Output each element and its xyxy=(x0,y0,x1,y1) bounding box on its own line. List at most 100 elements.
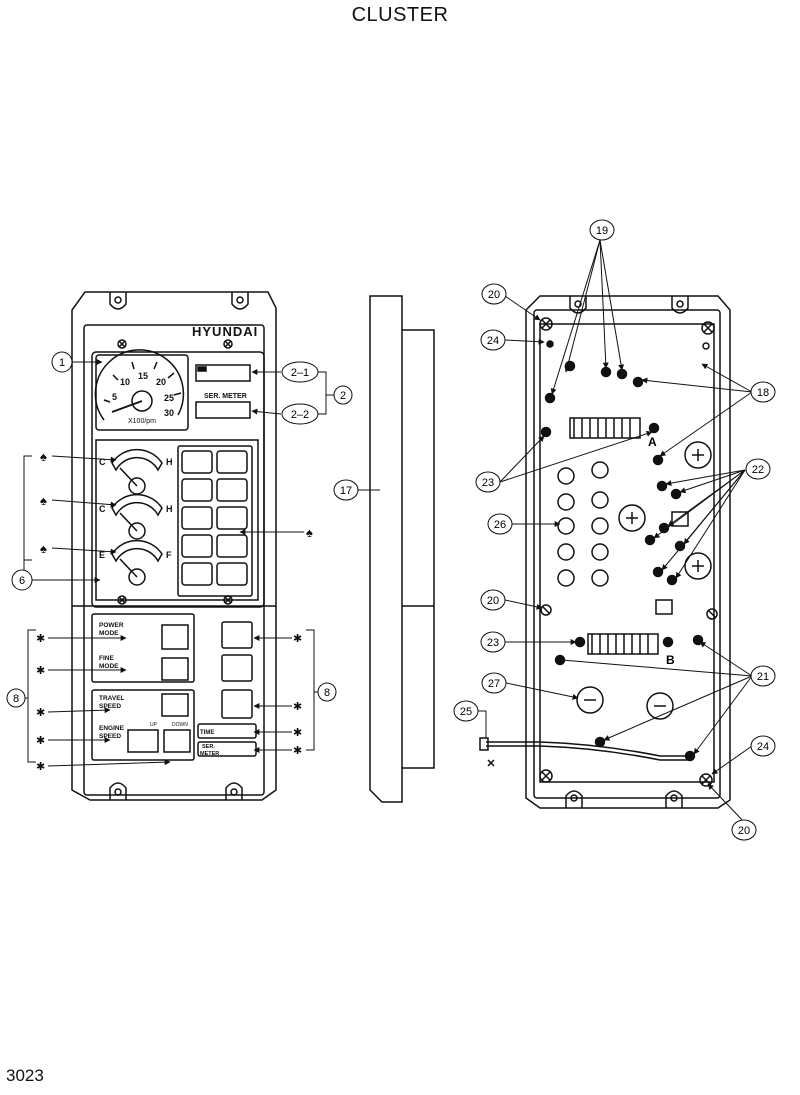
callout-20-mid-label: 20 xyxy=(487,595,499,607)
tacho-unit: X100/pm xyxy=(128,418,156,425)
callout-21: 21 xyxy=(750,665,776,687)
connector-b xyxy=(587,633,659,655)
ser-meter-small-label-2: METER xyxy=(200,751,219,757)
spade-marker: ♠ xyxy=(40,493,47,508)
callout-2-2-label: 2–2 xyxy=(291,409,309,421)
travel-speed-label-1: TRAVEL xyxy=(99,695,125,702)
callout-23-top-label: 23 xyxy=(482,477,494,489)
up-label: UP xyxy=(150,722,158,728)
side-screw xyxy=(706,608,718,620)
mounting-tab xyxy=(225,782,243,800)
gauge1-left: C xyxy=(99,457,106,467)
ser-meter-window xyxy=(195,401,251,419)
engine-speed-button xyxy=(127,729,159,753)
ser-meter-label: SER. METER xyxy=(204,393,247,400)
callout-19: 19 xyxy=(589,219,615,241)
callout-21-label: 21 xyxy=(757,671,769,683)
tachometer xyxy=(94,349,189,431)
corner-screw xyxy=(701,321,715,335)
switch-button xyxy=(221,621,253,649)
gauge-socket xyxy=(618,504,646,532)
engine-speed-button xyxy=(163,729,191,753)
connector-a xyxy=(569,417,641,439)
corner-screw xyxy=(539,317,553,331)
callout-24-bottom: 24 xyxy=(750,735,776,757)
callout-2-2: 2–2 xyxy=(281,403,319,425)
callout-20-bottom-label: 20 xyxy=(738,825,750,837)
leader-lines xyxy=(22,239,753,823)
side-screw xyxy=(540,604,552,616)
lamp-socket xyxy=(591,569,609,587)
front-panel xyxy=(71,291,277,801)
callout-22: 22 xyxy=(745,458,771,480)
callout-2-label: 2 xyxy=(340,390,346,402)
asterisk-marker: ✱ xyxy=(293,701,302,713)
asterisk-marker: ✱ xyxy=(293,745,302,757)
callout-25-label: 25 xyxy=(460,706,472,718)
corner-screw xyxy=(699,773,713,787)
asterisk-marker: ✱ xyxy=(36,665,45,677)
callout-18-label: 18 xyxy=(757,387,769,399)
bulb-socket xyxy=(646,692,674,720)
asterisk-marker: ✱ xyxy=(36,707,45,719)
callout-17-label: 17 xyxy=(340,485,352,497)
lamp-socket xyxy=(557,493,575,511)
mode-switch xyxy=(161,624,189,650)
callout-17: 17 xyxy=(333,479,359,501)
callout-8-right-label: 8 xyxy=(324,687,330,699)
callout-23-mid-label: 23 xyxy=(487,637,499,649)
gauge-socket xyxy=(684,552,712,580)
panel-brand: HYUNDAI xyxy=(192,324,258,339)
asterisk-marker: ✱ xyxy=(36,633,45,645)
power-mode-label-2: MODE xyxy=(99,630,119,637)
gauge3-right: F xyxy=(166,550,172,560)
asterisk-marker: ✱ xyxy=(293,633,302,645)
travel-speed-label-2: SPEED xyxy=(99,703,121,710)
tacho-tick-15: 15 xyxy=(138,371,148,381)
lamp-socket xyxy=(557,543,575,561)
mode-switch xyxy=(161,657,189,681)
callout-2: 2 xyxy=(333,385,353,405)
engine-speed-label-1: ENGINE xyxy=(99,725,125,732)
tacho-tick-20: 20 xyxy=(156,377,166,387)
lamp-socket xyxy=(591,491,609,509)
mounting-tab xyxy=(109,292,127,310)
callout-25: 25 xyxy=(453,700,479,722)
callout-20-top: 20 xyxy=(481,283,507,305)
callout-8-left: 8 xyxy=(6,688,26,708)
callout-24-top-label: 24 xyxy=(487,335,499,347)
screw xyxy=(223,339,233,349)
power-mode-label-1: POWER xyxy=(99,622,124,629)
callout-24-bottom-label: 24 xyxy=(757,741,769,753)
callout-27: 27 xyxy=(481,672,507,694)
lamp-socket xyxy=(557,467,575,485)
callout-1-label: 1 xyxy=(59,357,65,369)
pcb-screw xyxy=(540,340,710,762)
gauge2-left: C xyxy=(99,504,106,514)
spade-marker: ♠ xyxy=(306,525,313,540)
callout-2-1: 2–1 xyxy=(281,361,319,383)
wire-harness xyxy=(479,737,692,767)
callout-20-bottom: 20 xyxy=(731,819,757,841)
callout-6: 6 xyxy=(11,569,33,591)
board-letter-b: B xyxy=(666,653,675,667)
callout-20-top-label: 20 xyxy=(488,289,500,301)
callout-27-label: 27 xyxy=(488,678,500,690)
asterisk-marker: ✱ xyxy=(36,761,45,773)
callout-23-top: 23 xyxy=(475,471,501,493)
tacho-tick-5: 5 xyxy=(112,392,117,402)
tacho-tick-30: 30 xyxy=(164,408,174,418)
warning-lamp-grid xyxy=(177,445,253,597)
lamp-socket xyxy=(591,543,609,561)
temperature-gauge xyxy=(111,493,163,540)
switch-button xyxy=(221,689,253,719)
spade-marker: ♠ xyxy=(40,541,47,556)
tacho-tick-25: 25 xyxy=(164,393,174,403)
fine-mode-label-2: MODE xyxy=(99,663,119,670)
time-label: TIME xyxy=(200,730,214,736)
side-view-cover xyxy=(369,295,435,803)
callout-23-mid: 23 xyxy=(480,631,506,653)
lamp-socket xyxy=(557,569,575,587)
callout-22-label: 22 xyxy=(752,464,764,476)
callout-8-left-label: 8 xyxy=(13,693,19,705)
